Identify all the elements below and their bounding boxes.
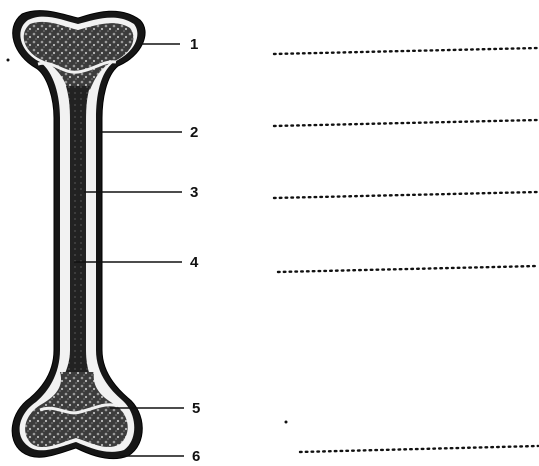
answer-blank-2[interactable] (274, 120, 538, 126)
stray-mark (285, 421, 288, 424)
answer-blank-1[interactable] (274, 48, 538, 54)
answer-blank-6[interactable] (300, 446, 538, 452)
label-number-6: 6 (192, 448, 200, 465)
proximal-epiphysis (24, 22, 134, 90)
answer-blank-4[interactable] (278, 266, 538, 272)
stray-mark (7, 59, 10, 62)
label-number-5: 5 (192, 400, 200, 417)
label-number-2: 2 (190, 124, 198, 141)
label-number-4: 4 (190, 254, 199, 271)
label-number-1: 1 (190, 36, 198, 53)
label-number-3: 3 (190, 184, 198, 201)
answer-blank-3[interactable] (274, 192, 538, 198)
